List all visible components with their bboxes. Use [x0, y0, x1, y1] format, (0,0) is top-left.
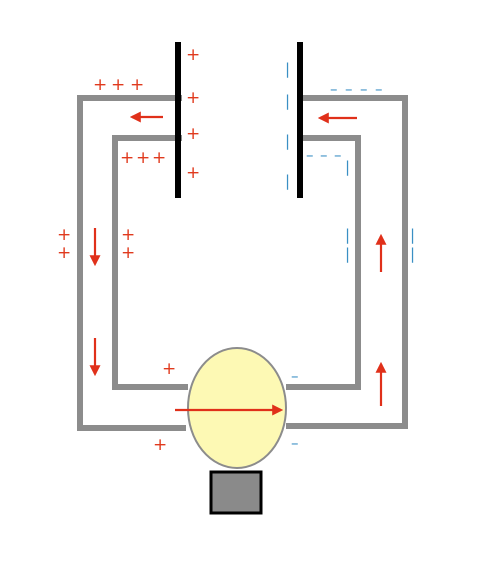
plus-sign: +: [57, 243, 71, 263]
minus-sign-vertical: |: [345, 245, 350, 263]
minus-sign: –: [330, 80, 338, 98]
minus-sign-vertical: |: [345, 226, 350, 244]
right-inner-wire: [286, 135, 361, 390]
minus-sign: –: [360, 80, 368, 98]
minus-sign-vertical: |: [285, 92, 290, 110]
minus-sign: –: [345, 80, 353, 98]
positive-charges: + + + + + + + + + + + + + + + +: [57, 45, 200, 455]
right-outer-wire: [286, 95, 408, 429]
plus-sign: +: [57, 225, 71, 245]
plus-sign: +: [111, 75, 125, 95]
plus-sign: +: [136, 148, 150, 168]
plus-sign: +: [162, 359, 176, 379]
minus-sign: –: [306, 146, 314, 164]
base-block: [209, 470, 263, 515]
current-arrows: [89, 111, 387, 416]
plus-sign: +: [153, 435, 167, 455]
plus-sign: +: [121, 243, 135, 263]
left-inner-wire: [112, 135, 188, 390]
sphere: [187, 347, 287, 469]
plus-sign: +: [152, 148, 166, 168]
plus-sign: +: [186, 124, 200, 144]
minus-sign: –: [291, 434, 299, 452]
minus-sign-vertical: |: [285, 132, 290, 150]
plus-sign: +: [130, 75, 144, 95]
negative-charges: | | | | – – – – – – – | | | | | – –: [285, 60, 415, 452]
minus-sign-vertical: |: [410, 226, 415, 244]
minus-sign: –: [291, 367, 299, 385]
minus-sign: –: [320, 146, 328, 164]
minus-sign: –: [375, 80, 383, 98]
plus-sign: +: [121, 225, 135, 245]
minus-sign-vertical: |: [285, 60, 290, 78]
plus-sign: +: [186, 88, 200, 108]
minus-sign: –: [334, 146, 342, 164]
minus-sign-vertical: |: [410, 245, 415, 263]
plus-sign: +: [93, 75, 107, 95]
left-outer-wire: [77, 95, 186, 431]
minus-sign-vertical: |: [285, 172, 290, 190]
plus-sign: +: [186, 163, 200, 183]
wire-group: [77, 95, 408, 431]
plus-sign: +: [120, 148, 134, 168]
minus-sign-vertical: |: [345, 158, 350, 176]
plus-sign: +: [186, 45, 200, 65]
